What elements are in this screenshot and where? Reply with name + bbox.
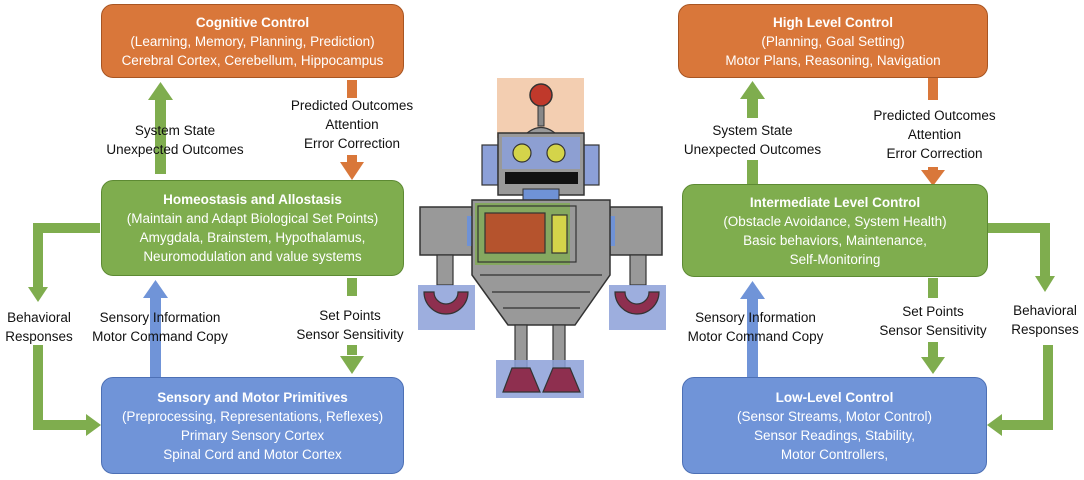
high-level-title: High Level Control xyxy=(772,14,893,30)
left-label-predicted-line3: Error Correction xyxy=(303,136,401,151)
left-arrow-system-state-up xyxy=(148,82,173,174)
right-arrow-behavioral xyxy=(985,223,1055,436)
right-label-set-points-line2: Sensor Sensitivity xyxy=(879,323,987,338)
low-level-line2: Sensor Readings, Stability, xyxy=(753,427,916,443)
intermediate-level-line3: Self-Monitoring xyxy=(789,251,881,267)
low-level-line3: Motor Controllers, xyxy=(780,446,889,462)
sensory-motor-line3: Spinal Cord and Motor Cortex xyxy=(163,446,342,462)
sensory-motor-box: Sensory and Motor Primitives (Preprocess… xyxy=(101,377,404,474)
robot-ear-right xyxy=(582,144,600,186)
intermediate-level-line2: Basic behaviors, Maintenance, xyxy=(743,232,927,248)
left-label-sensory-info-line2: Motor Command Copy xyxy=(92,329,228,344)
sensory-motor-line2: Primary Sensory Cortex xyxy=(180,427,325,443)
robot-ear-left xyxy=(481,144,499,186)
left-label-set-points-line1: Set Points xyxy=(319,308,381,323)
robot-antenna-stem xyxy=(537,105,545,127)
robot-chest-panel xyxy=(484,212,546,254)
robot-eye-left xyxy=(512,143,532,163)
cognitive-control-line2: Cerebral Cortex, Cerebellum, Hippocampus xyxy=(121,52,384,68)
right-arrow-system-state-up xyxy=(740,81,765,184)
cognitive-control-box: Cognitive Control (Learning, Memory, Pla… xyxy=(101,4,404,78)
low-level-line1: (Sensor Streams, Motor Control) xyxy=(736,408,933,424)
low-level-title: Low-Level Control xyxy=(775,389,894,405)
sensory-motor-line1: (Preprocessing, Representations, Reflexe… xyxy=(121,408,384,424)
right-label-system-state: System State Unexpected Outcomes xyxy=(670,121,835,159)
cognitive-control-line1: (Learning, Memory, Planning, Prediction) xyxy=(130,33,375,49)
robot-foot-right xyxy=(542,367,581,393)
left-label-predicted-line2: Attention xyxy=(325,117,379,132)
intermediate-level-title: Intermediate Level Control xyxy=(749,194,921,210)
robot-eye-right xyxy=(546,143,566,163)
right-arrow-setpoints-down xyxy=(921,278,945,374)
robot-claw-right xyxy=(614,291,660,315)
left-label-behavioral-line2: Responses xyxy=(5,329,73,344)
right-arrow-sensory-up xyxy=(740,281,765,377)
right-label-set-points-line1: Set Points xyxy=(902,304,964,319)
left-label-system-state-line1: System State xyxy=(134,123,216,138)
left-arrow-setpoints-down xyxy=(340,278,364,374)
right-label-system-state-line1: System State xyxy=(712,123,793,138)
robot-mouth xyxy=(505,172,578,184)
homeostasis-title: Homeostasis and Allostasis xyxy=(163,192,342,207)
right-label-predicted: Predicted Outcomes Attention Error Corre… xyxy=(862,106,1007,163)
right-label-predicted-line2: Attention xyxy=(907,127,962,142)
robot-shoulder-left xyxy=(419,206,473,256)
robot-joint-right xyxy=(607,216,615,246)
left-label-behavioral-line1: Behavioral xyxy=(7,310,71,325)
right-label-predicted-line1: Predicted Outcomes xyxy=(873,108,996,123)
robot-forearm-left xyxy=(436,254,454,286)
right-label-system-state-line2: Unexpected Outcomes xyxy=(683,142,822,157)
high-level-line2: Motor Plans, Reasoning, Navigation xyxy=(725,52,941,68)
left-arrow-predicted-down xyxy=(340,80,364,180)
robot-claw-left xyxy=(423,291,469,315)
sensory-motor-title: Sensory and Motor Primitives xyxy=(157,389,348,405)
robot-chest-frame xyxy=(477,205,577,263)
left-label-predicted-line1: Predicted Outcomes xyxy=(290,98,414,113)
left-arrow-sensory-up xyxy=(143,280,168,378)
robot-chest-indicator xyxy=(551,214,568,254)
left-label-system-state-line2: Unexpected Outcomes xyxy=(106,142,244,157)
homeostasis-box: Homeostasis and Allostasis (Maintain and… xyxy=(101,180,404,276)
right-label-behavioral-line2: Responses xyxy=(1011,322,1079,337)
left-label-set-points-line2: Sensor Sensitivity xyxy=(296,327,404,342)
homeostasis-line2: Amygdala, Brainstem, Hypothalamus, xyxy=(139,230,366,245)
right-label-sensory-info: Sensory Information Motor Command Copy xyxy=(678,308,833,346)
right-arrow-predicted-down xyxy=(921,78,945,186)
intermediate-level-box: Intermediate Level Control (Obstacle Avo… xyxy=(682,184,988,277)
right-label-set-points: Set Points Sensor Sensitivity xyxy=(868,302,998,340)
high-level-line1: (Planning, Goal Setting) xyxy=(761,33,905,49)
left-label-predicted: Predicted Outcomes Attention Error Corre… xyxy=(282,96,422,153)
left-label-sensory-info: Sensory Information Motor Command Copy xyxy=(85,308,235,346)
robot-forearm-right xyxy=(629,254,647,286)
homeostasis-line1: (Maintain and Adapt Biological Set Point… xyxy=(126,211,379,226)
right-label-predicted-line3: Error Correction xyxy=(886,146,983,161)
robot-antenna-ball xyxy=(529,83,553,107)
left-label-sensory-info-line1: Sensory Information xyxy=(99,310,221,325)
robot-joint-left xyxy=(467,216,475,246)
low-level-control-box: Low-Level Control (Sensor Streams, Motor… xyxy=(682,377,987,474)
left-label-behavioral: Behavioral Responses xyxy=(0,308,78,346)
right-label-sensory-info-line2: Motor Command Copy xyxy=(687,329,824,344)
robot-foot-left xyxy=(502,367,541,393)
left-arrow-behavioral xyxy=(28,223,101,436)
homeostasis-line3: Neuromodulation and value systems xyxy=(143,249,362,264)
right-label-sensory-info-line1: Sensory Information xyxy=(695,310,816,325)
left-label-set-points: Set Points Sensor Sensitivity xyxy=(285,306,415,344)
right-label-behavioral: Behavioral Responses xyxy=(1006,301,1084,339)
robot-neck xyxy=(522,188,560,202)
robot-shoulder-right xyxy=(609,206,663,256)
high-level-control-box: High Level Control (Planning, Goal Setti… xyxy=(678,4,988,78)
intermediate-level-line1: (Obstacle Avoidance, System Health) xyxy=(723,213,947,229)
right-label-behavioral-line1: Behavioral xyxy=(1013,303,1077,318)
left-label-system-state: System State Unexpected Outcomes xyxy=(100,121,250,159)
cognitive-control-title: Cognitive Control xyxy=(195,14,310,30)
